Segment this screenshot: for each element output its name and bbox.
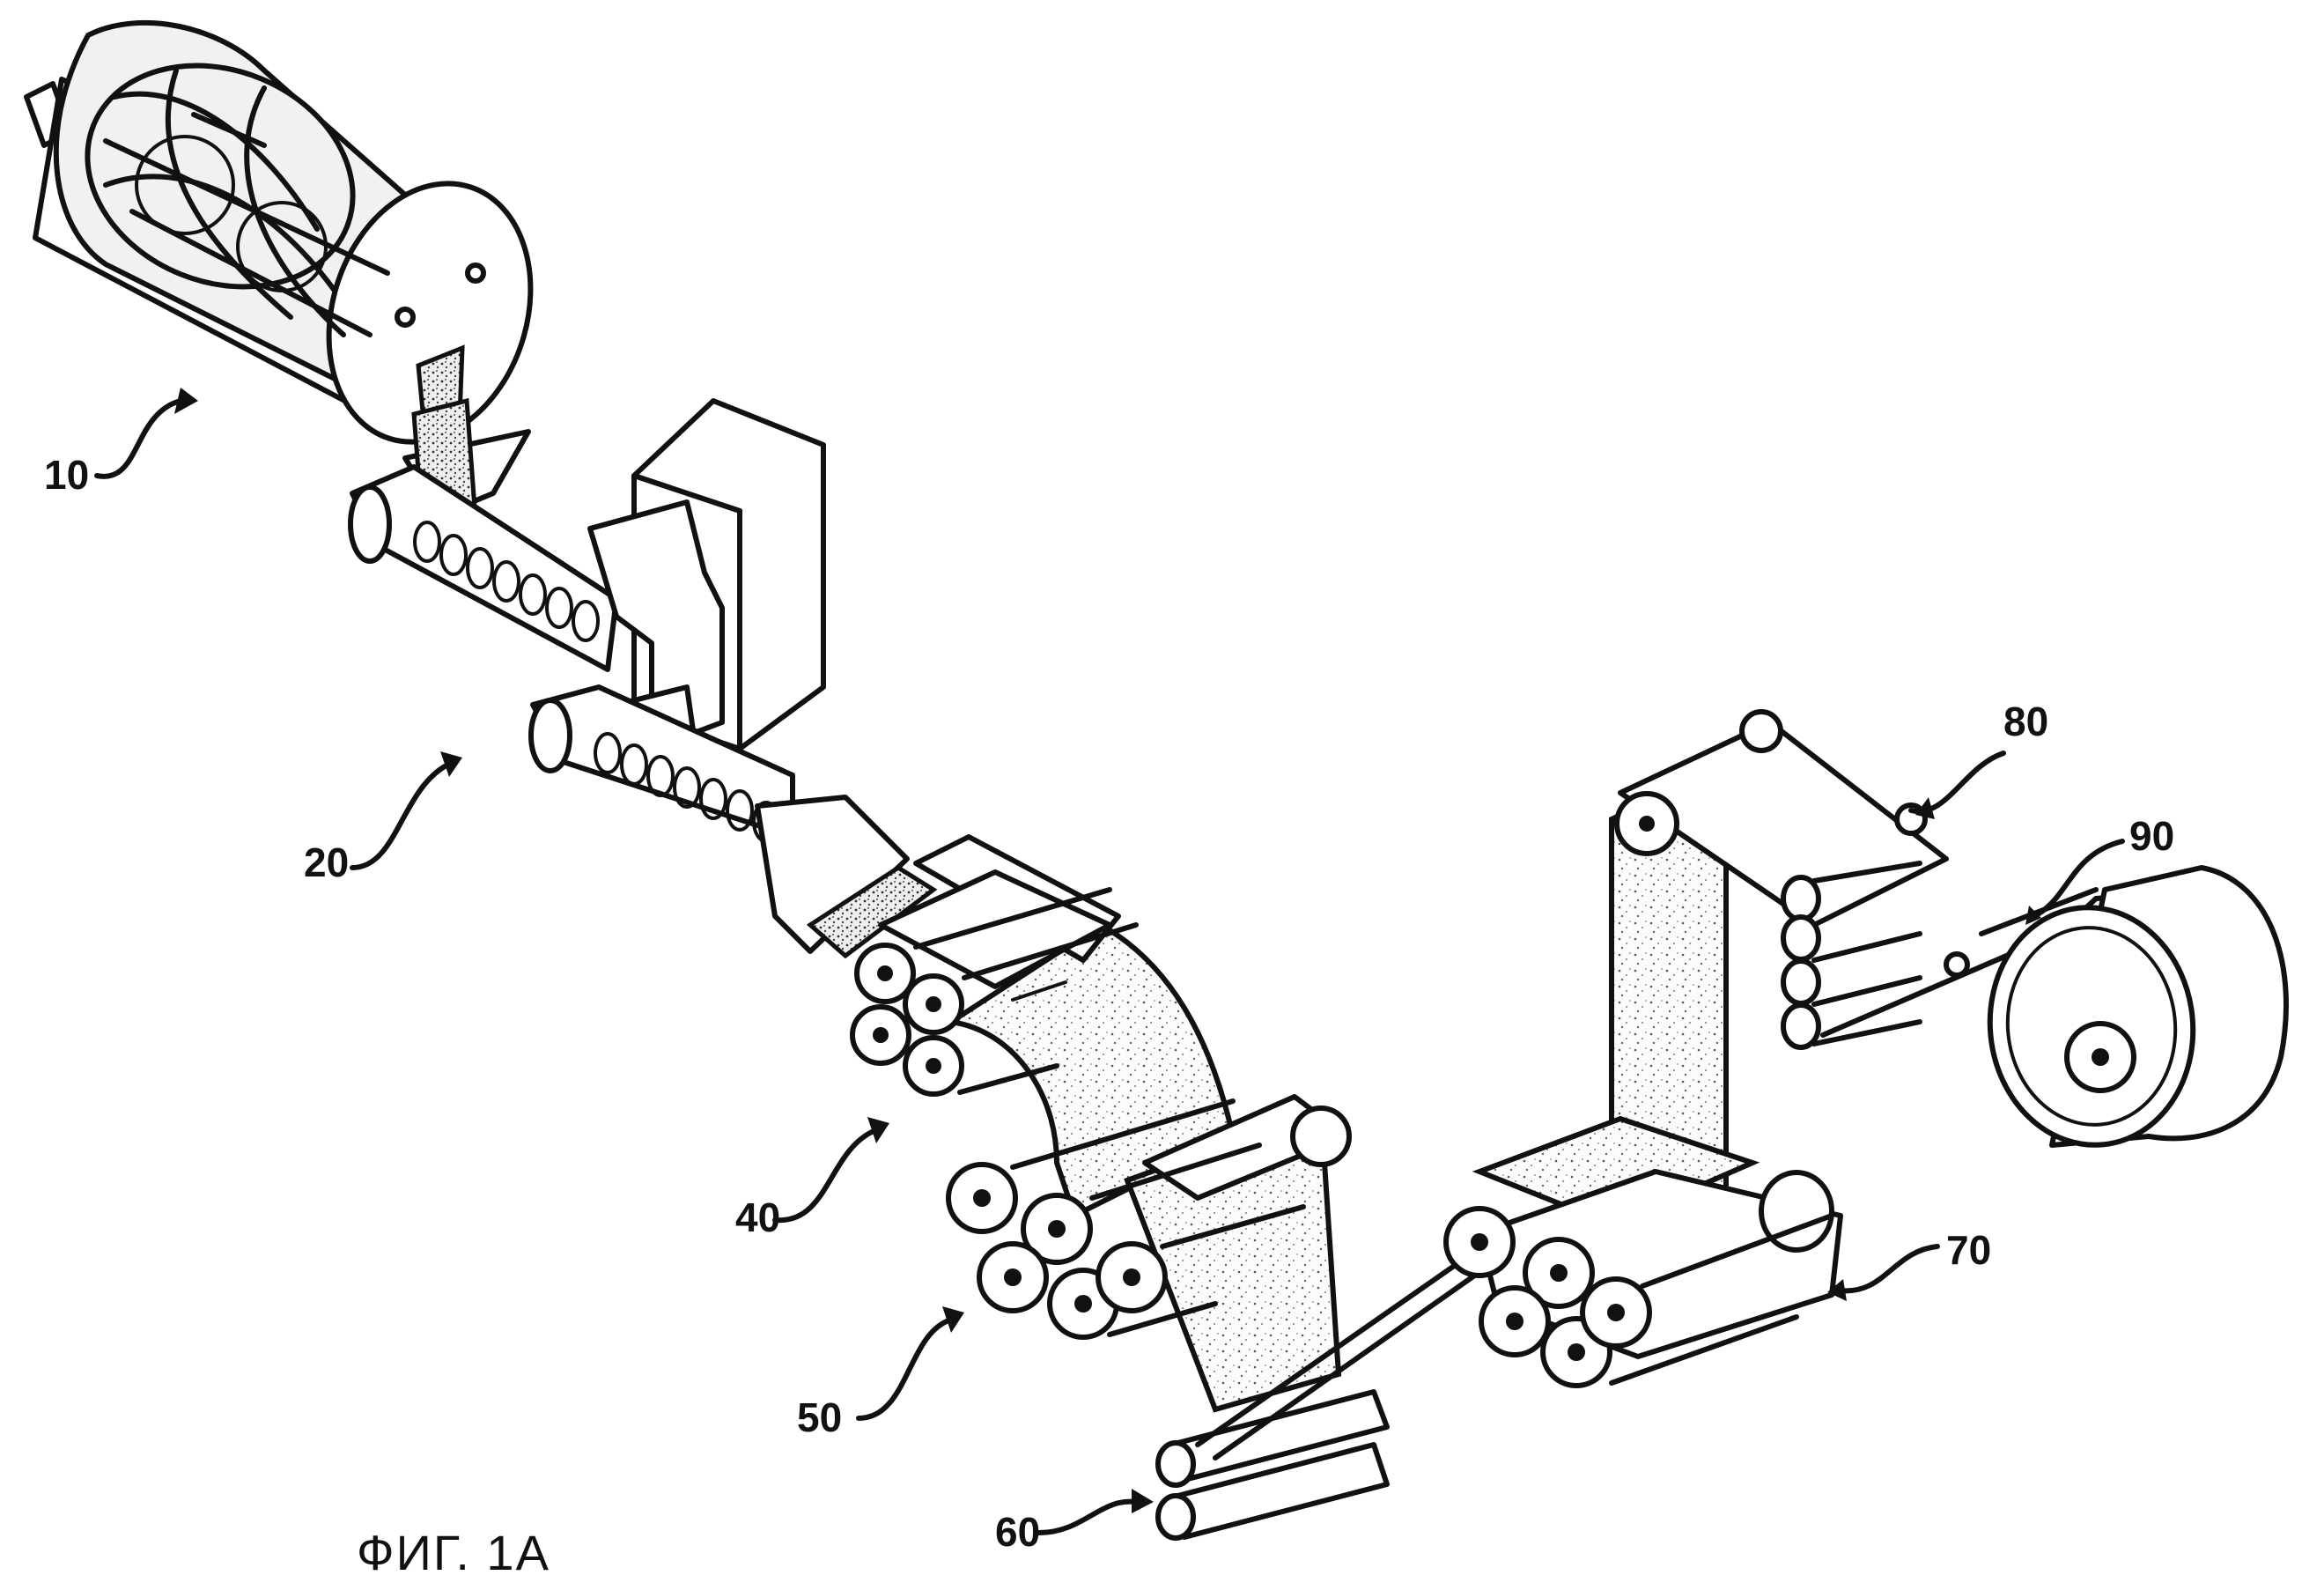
label-40: 40 (735, 1194, 780, 1240)
label-90: 90 (2129, 813, 2174, 859)
winder-roll (1946, 868, 2286, 1155)
label-10: 10 (44, 452, 89, 498)
rolls-80 (1783, 863, 2017, 1047)
label-20: 20 (304, 839, 349, 885)
label-80: 80 (2003, 699, 2048, 744)
drum-mixer (26, 23, 563, 502)
label-60: 60 (995, 1509, 1040, 1555)
calender-70 (1446, 1172, 1841, 1386)
label-70: 70 (1946, 1227, 1991, 1273)
figure-caption: ФИГ. 1А (357, 1525, 550, 1580)
label-50: 50 (797, 1394, 842, 1440)
twin-extruder (350, 401, 933, 956)
